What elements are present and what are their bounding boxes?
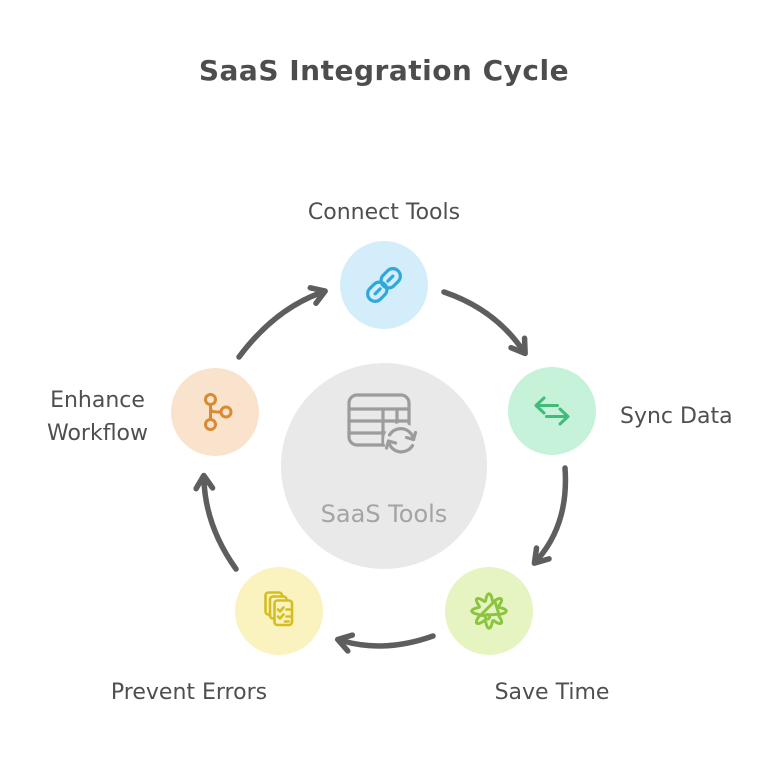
node-sync-data: [508, 367, 596, 455]
arrow-enhance-to-connect: [236, 285, 328, 360]
node-label-save-time: Save Time: [494, 680, 610, 705]
table-sync-icon: [347, 393, 418, 457]
node-label-prevent-errors: Prevent Errors: [110, 680, 268, 705]
arrow-save-to-prevent: [334, 632, 436, 654]
node-enhance-workflow: [171, 368, 259, 456]
diagram-title: SaaS Integration Cycle: [198, 54, 570, 87]
node-label-connect-tools: Connect Tools: [307, 200, 461, 225]
link-icon: [366, 267, 402, 303]
center-hub-label: SaaS Tools: [320, 500, 448, 528]
node-label-enhance-workflow: Enhance Workflow: [46, 388, 149, 446]
sync-arrows-icon: [534, 396, 570, 426]
checklist-docs-icon: [264, 591, 294, 627]
branch-icon: [204, 393, 233, 431]
arrow-sync-to-save: [531, 465, 569, 566]
node-save-time: [445, 567, 533, 655]
node-prevent-errors: [235, 567, 323, 655]
node-label-sync-data: Sync Data: [620, 404, 733, 429]
center-hub: SaaS Tools: [281, 363, 487, 569]
gear-megaphone-icon: [470, 592, 508, 630]
arrow-prevent-to-enhance: [193, 472, 239, 572]
node-connect-tools: [340, 241, 428, 329]
arrow-connect-to-sync: [441, 289, 528, 357]
